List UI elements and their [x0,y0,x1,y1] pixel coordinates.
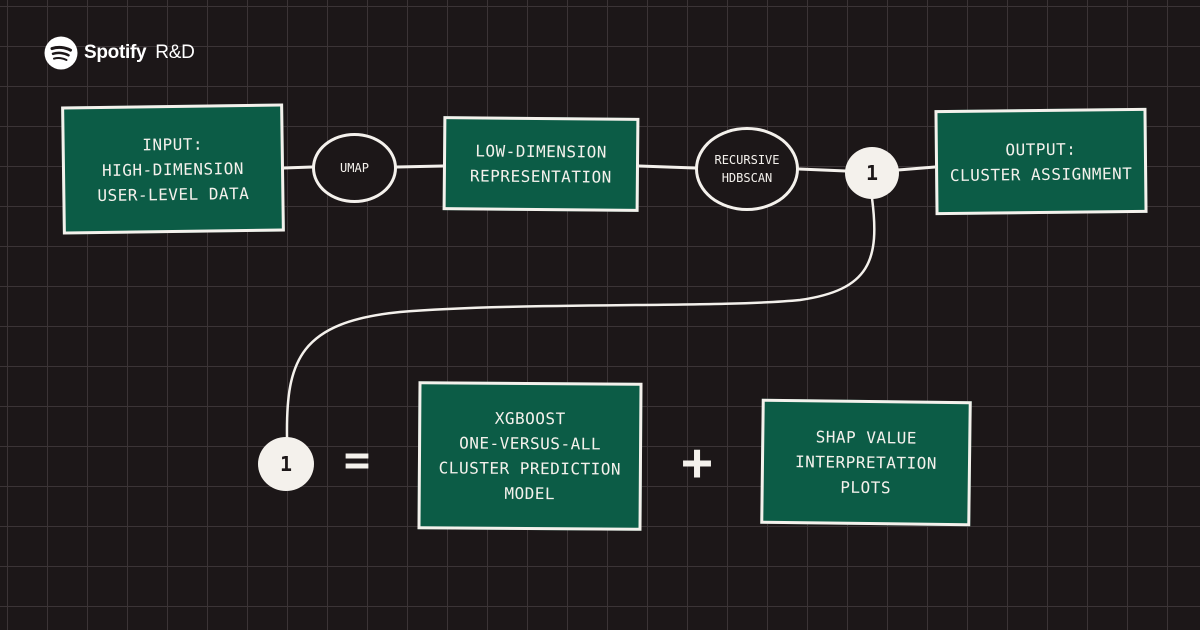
line-hdbscan-to-token [797,167,848,173]
xgboost-model-box-line: XGBOOST [494,408,566,429]
brand-header: Spotify R&D [44,36,195,70]
line-input-to-umap [282,165,314,170]
shap-plots-box-line: SHAP VALUE [815,427,918,448]
xgboost-model-box-line: ONE-VERSUS-ALL [459,433,602,454]
hdbscan-step: RECURSIVE HDBSCAN [695,127,799,211]
umap-step-label: UMAP [340,161,369,175]
xgboost-model-box: XGBOOST ONE-VERSUS-ALL CLUSTER PREDICTIO… [417,381,643,531]
xgboost-model-box-line: CLUSTER PREDICTION [438,458,622,479]
brand-suffix: R&D [155,42,195,63]
shap-plots-box-line: PLOTS [840,477,892,498]
low-dimension-box-line: REPRESENTATION [469,166,612,187]
curve-token-to-token [285,196,876,439]
line-token-to-output [896,165,937,172]
input-box-line: INPUT: [142,134,204,154]
plus-sign: + [681,433,713,493]
line-umap-to-lowdim [395,164,445,169]
input-box-line: USER-LEVEL DATA [97,183,250,205]
low-dimension-box-line: LOW-DIMENSION [475,141,608,162]
brand-name: Spotify [84,42,147,63]
output-box-line: OUTPUT: [1005,139,1077,159]
hdbscan-step-line: RECURSIVE [714,153,780,167]
shap-plots-box-line: INTERPRETATION [794,452,938,473]
input-box: INPUT: HIGH-DIMENSION USER-LEVEL DATA [61,103,285,235]
low-dimension-box: LOW-DIMENSION REPRESENTATION [442,116,640,212]
umap-step: UMAP [312,133,397,203]
output-box-line: CLUSTER ASSIGNMENT [949,163,1133,185]
output-box: OUTPUT: CLUSTER ASSIGNMENT [934,107,1148,216]
connector-token-bottom: 1 [258,437,314,491]
spotify-logo-icon [44,36,78,70]
line-lowdim-to-hdbscan [637,164,697,170]
connector-token-top: 1 [845,147,899,199]
hdbscan-step-line: HDBSCAN [721,171,773,185]
shap-plots-box: SHAP VALUE INTERPRETATION PLOTS [760,398,972,527]
input-box-line: HIGH-DIMENSION [101,158,245,180]
xgboost-model-box-line: MODEL [504,483,556,504]
equals-sign: = [343,434,371,486]
